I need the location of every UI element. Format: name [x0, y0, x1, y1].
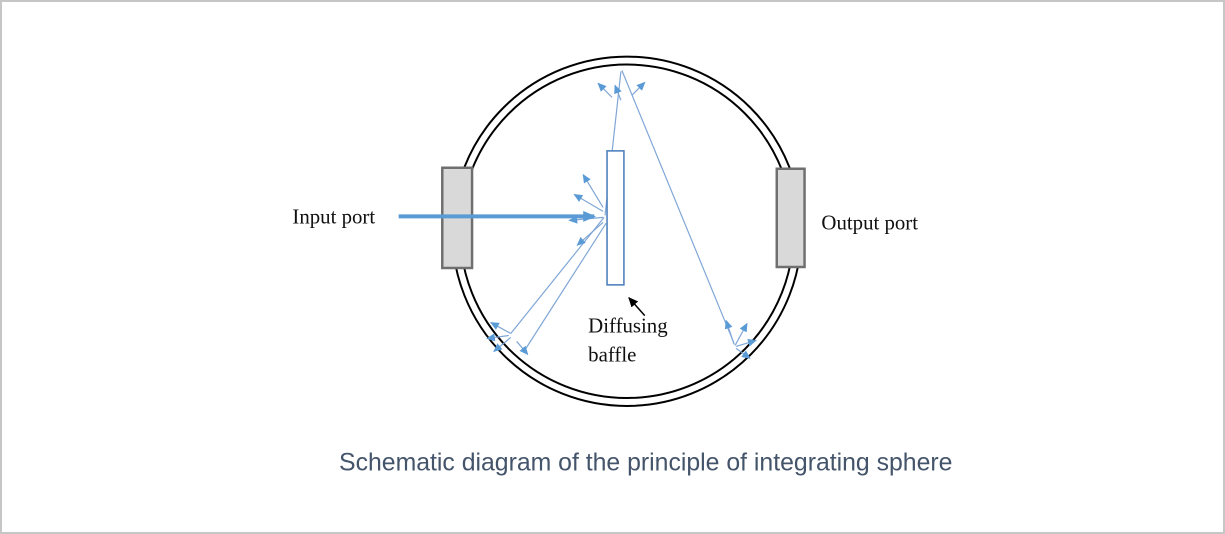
scatter-ray	[734, 322, 748, 346]
bottom-right-scatter-arrows	[724, 319, 757, 359]
input-port-label: Input port	[292, 204, 375, 228]
ray-top-to-bottom-right	[621, 70, 735, 344]
scatter-ray	[724, 319, 735, 345]
baffle-pointer-arrow	[628, 297, 646, 317]
scatter-ray	[490, 322, 512, 335]
top-scatter-arrows	[597, 81, 646, 101]
scatter-ray	[735, 347, 751, 359]
ray-baffle-to-bottom-left-2	[524, 223, 607, 351]
bottom-left-scatter-arrows	[485, 322, 529, 356]
ray-baffle-to-bottom-left-1	[510, 217, 605, 334]
scatter-ray	[582, 173, 604, 208]
scatter-ray	[485, 333, 509, 342]
scatter-ray	[516, 341, 529, 356]
scatter-ray	[597, 82, 613, 98]
scatter-ray	[493, 337, 512, 352]
diffusing-baffle-label-line2: baffle	[588, 342, 636, 366]
diffusing-baffle-label-line1: Diffusing	[588, 314, 668, 338]
scatter-ray	[735, 338, 757, 347]
output-port-label: Output port	[821, 210, 918, 234]
scatter-ray	[614, 84, 622, 101]
caption: Schematic diagram of the principle of in…	[339, 449, 952, 476]
diffusing-baffle-shape	[606, 150, 625, 286]
output-port-shape	[775, 167, 806, 269]
scatter-ray	[631, 81, 646, 96]
baffle-scatter-arrows	[568, 173, 604, 246]
scatter-ray	[576, 221, 604, 246]
scatter-ray	[573, 194, 604, 212]
